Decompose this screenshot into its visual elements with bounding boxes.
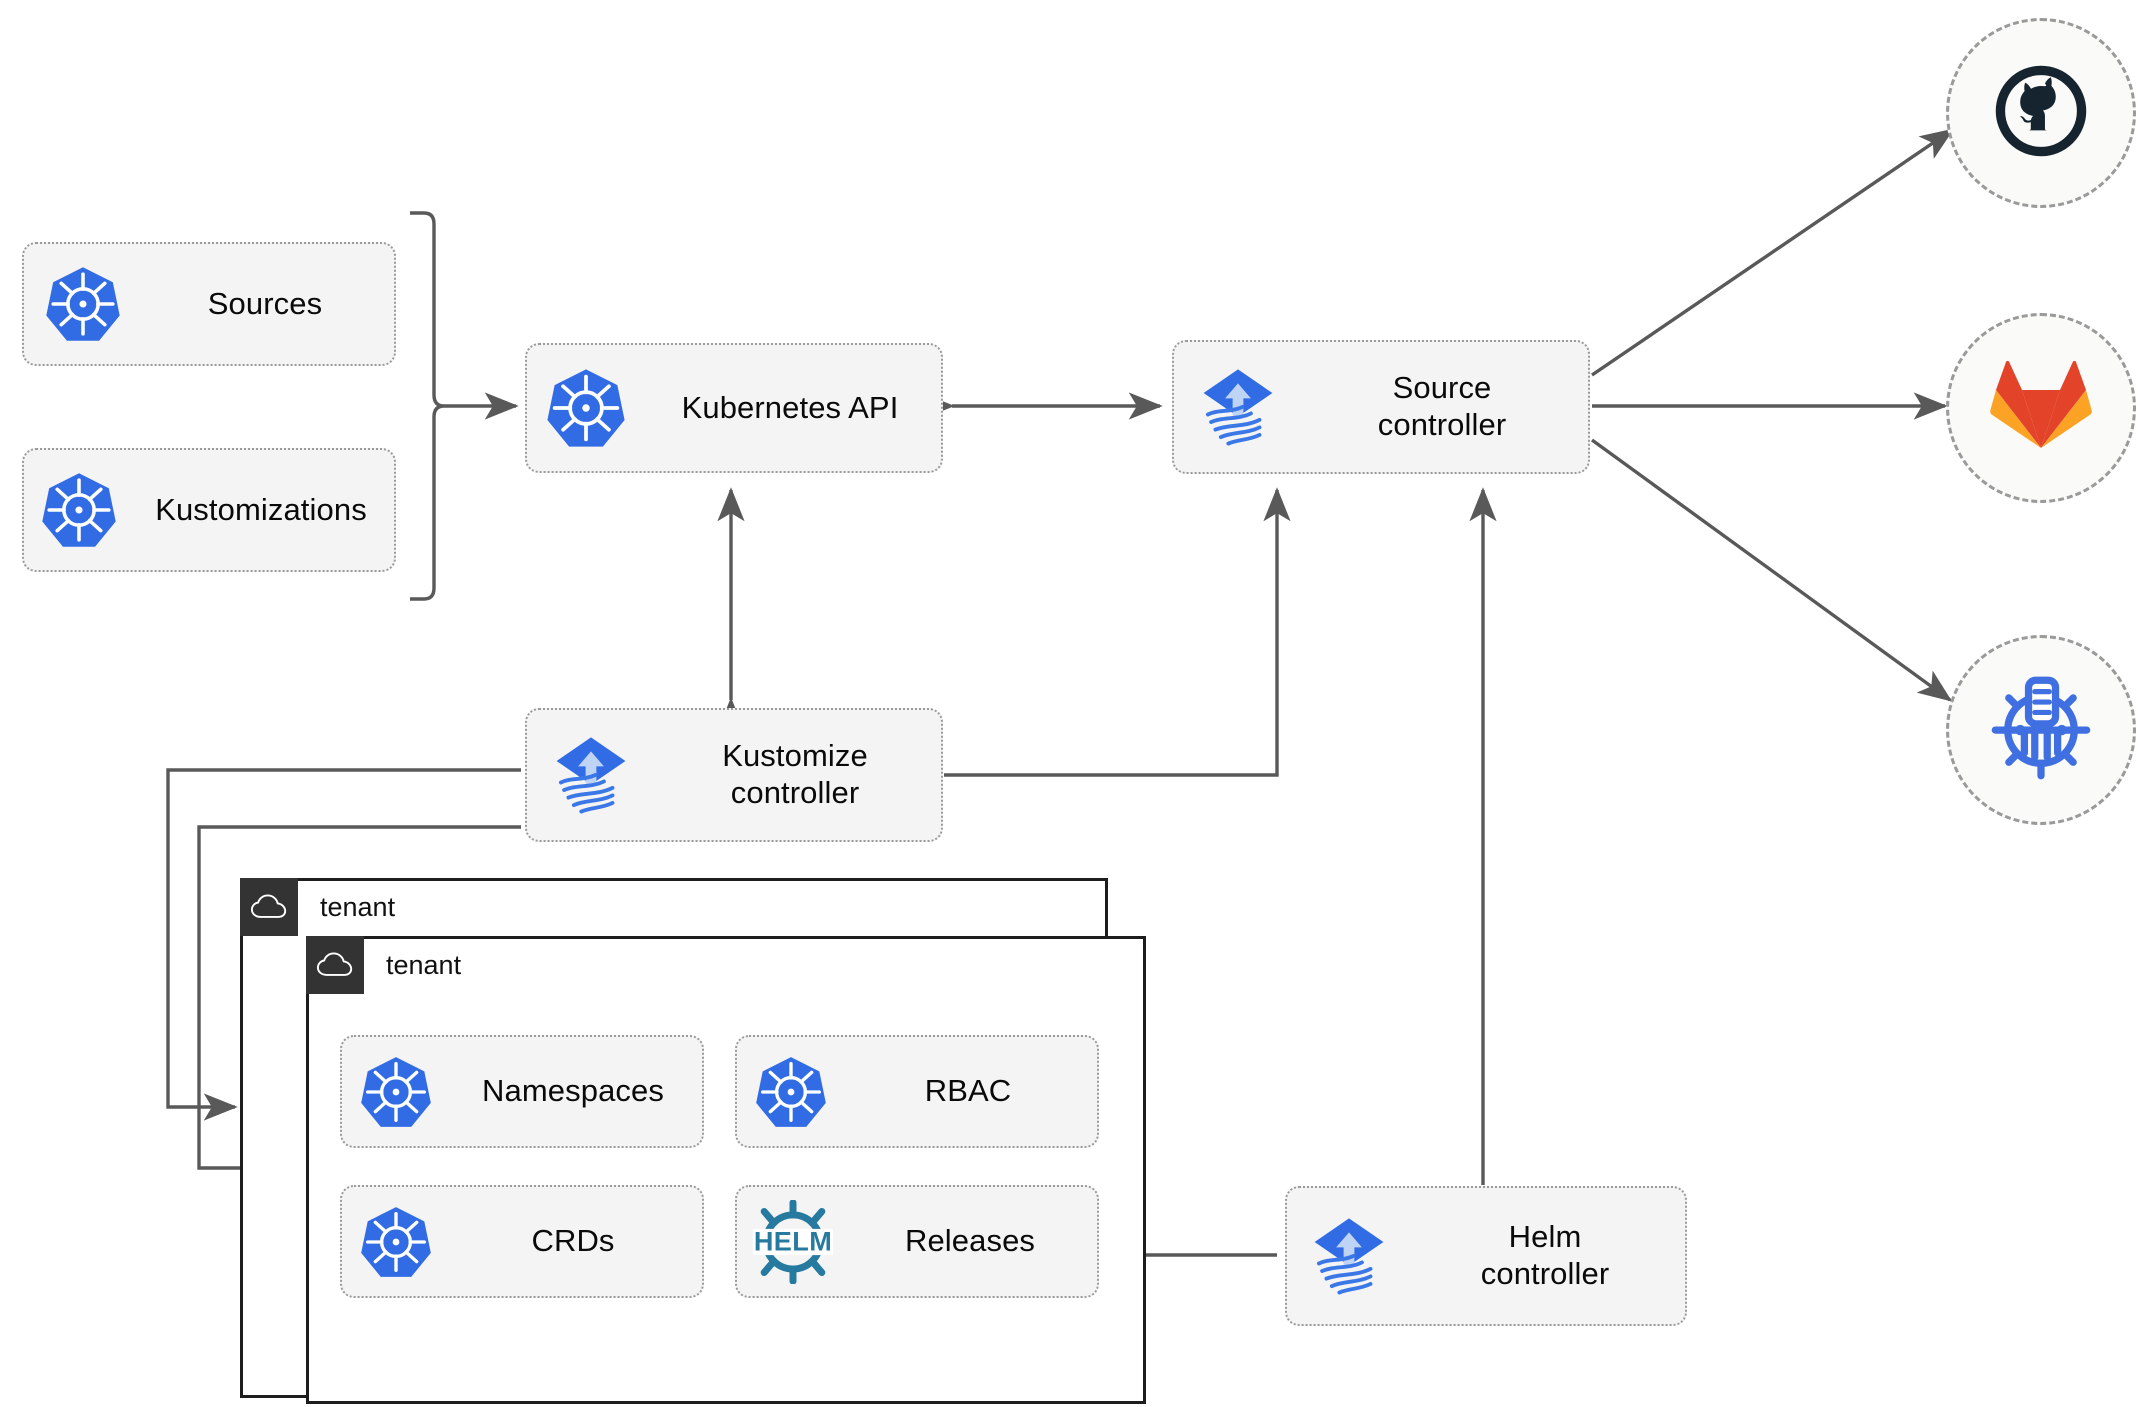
node-namespaces[interactable]: Namespaces bbox=[340, 1035, 704, 1148]
kubernetes-icon bbox=[342, 1205, 450, 1279]
node-label-line2: controller bbox=[1377, 407, 1507, 442]
node-kustomizations[interactable]: Kustomizations bbox=[22, 448, 396, 572]
node-label: RBAC bbox=[924, 1073, 1012, 1109]
cloud-icon bbox=[240, 878, 298, 936]
node-kustomize-controller[interactable]: Kustomize controller bbox=[525, 708, 943, 842]
tenant-label: tenant bbox=[320, 891, 396, 922]
node-kubernetes-api[interactable]: Kubernetes API bbox=[525, 343, 943, 473]
gitlab-icon bbox=[1988, 356, 2094, 461]
node-rbac[interactable]: RBAC bbox=[735, 1035, 1099, 1148]
node-sources[interactable]: Sources bbox=[22, 242, 396, 366]
helm-icon: HELM bbox=[737, 1199, 849, 1284]
tenant-title-bar: tenant bbox=[240, 878, 395, 936]
edge-resources-bracket bbox=[410, 211, 445, 601]
flux-icon bbox=[527, 732, 655, 818]
edge-source-github bbox=[1591, 128, 1955, 377]
edge-kustomize-source-controller bbox=[944, 487, 1291, 777]
node-label: Helm controller bbox=[1411, 1219, 1685, 1292]
node-releases[interactable]: HELM Releases bbox=[735, 1185, 1099, 1298]
tenant-container-front[interactable]: tenant bbox=[306, 936, 1146, 1404]
kubernetes-icon bbox=[24, 265, 142, 343]
kubernetes-icon bbox=[527, 367, 645, 449]
node-source-controller[interactable]: Source controller bbox=[1172, 340, 1590, 474]
kubernetes-icon bbox=[24, 471, 134, 549]
github-icon bbox=[1989, 59, 2093, 168]
node-label: Kustomizations bbox=[155, 491, 367, 527]
edge-source-bucket bbox=[1591, 438, 1953, 702]
node-label-line1: Source bbox=[1392, 370, 1492, 406]
tenant-title-bar: tenant bbox=[306, 936, 461, 994]
node-label: CRDs bbox=[531, 1223, 615, 1259]
kubernetes-icon bbox=[737, 1055, 845, 1129]
node-label: Sources bbox=[207, 285, 323, 321]
flux-icon bbox=[1287, 1213, 1411, 1299]
node-helm-controller[interactable]: Helm controller bbox=[1285, 1186, 1687, 1326]
node-label: Namespaces bbox=[482, 1073, 664, 1109]
node-crds[interactable]: CRDs bbox=[340, 1185, 704, 1298]
flux-icon bbox=[1174, 364, 1302, 450]
provider-github[interactable] bbox=[1946, 18, 2136, 208]
cloud-icon bbox=[306, 936, 364, 994]
node-label: Releases bbox=[904, 1223, 1036, 1259]
node-label-line1: Helm bbox=[1508, 1219, 1582, 1255]
provider-bucket[interactable] bbox=[1946, 635, 2136, 825]
provider-gitlab[interactable] bbox=[1946, 313, 2136, 503]
kubernetes-icon bbox=[342, 1055, 450, 1129]
node-label: Kustomize controller bbox=[655, 738, 941, 811]
node-label-line2: controller bbox=[1480, 1256, 1610, 1291]
helm-repository-icon bbox=[1987, 674, 2095, 787]
node-label-line2: controller bbox=[730, 775, 860, 810]
svg-text:HELM: HELM bbox=[754, 1226, 832, 1256]
node-label: Kubernetes API bbox=[681, 389, 899, 425]
tenant-label: tenant bbox=[386, 949, 462, 980]
node-label-line1: Kustomize bbox=[722, 738, 868, 774]
node-label: Source controller bbox=[1302, 370, 1588, 443]
